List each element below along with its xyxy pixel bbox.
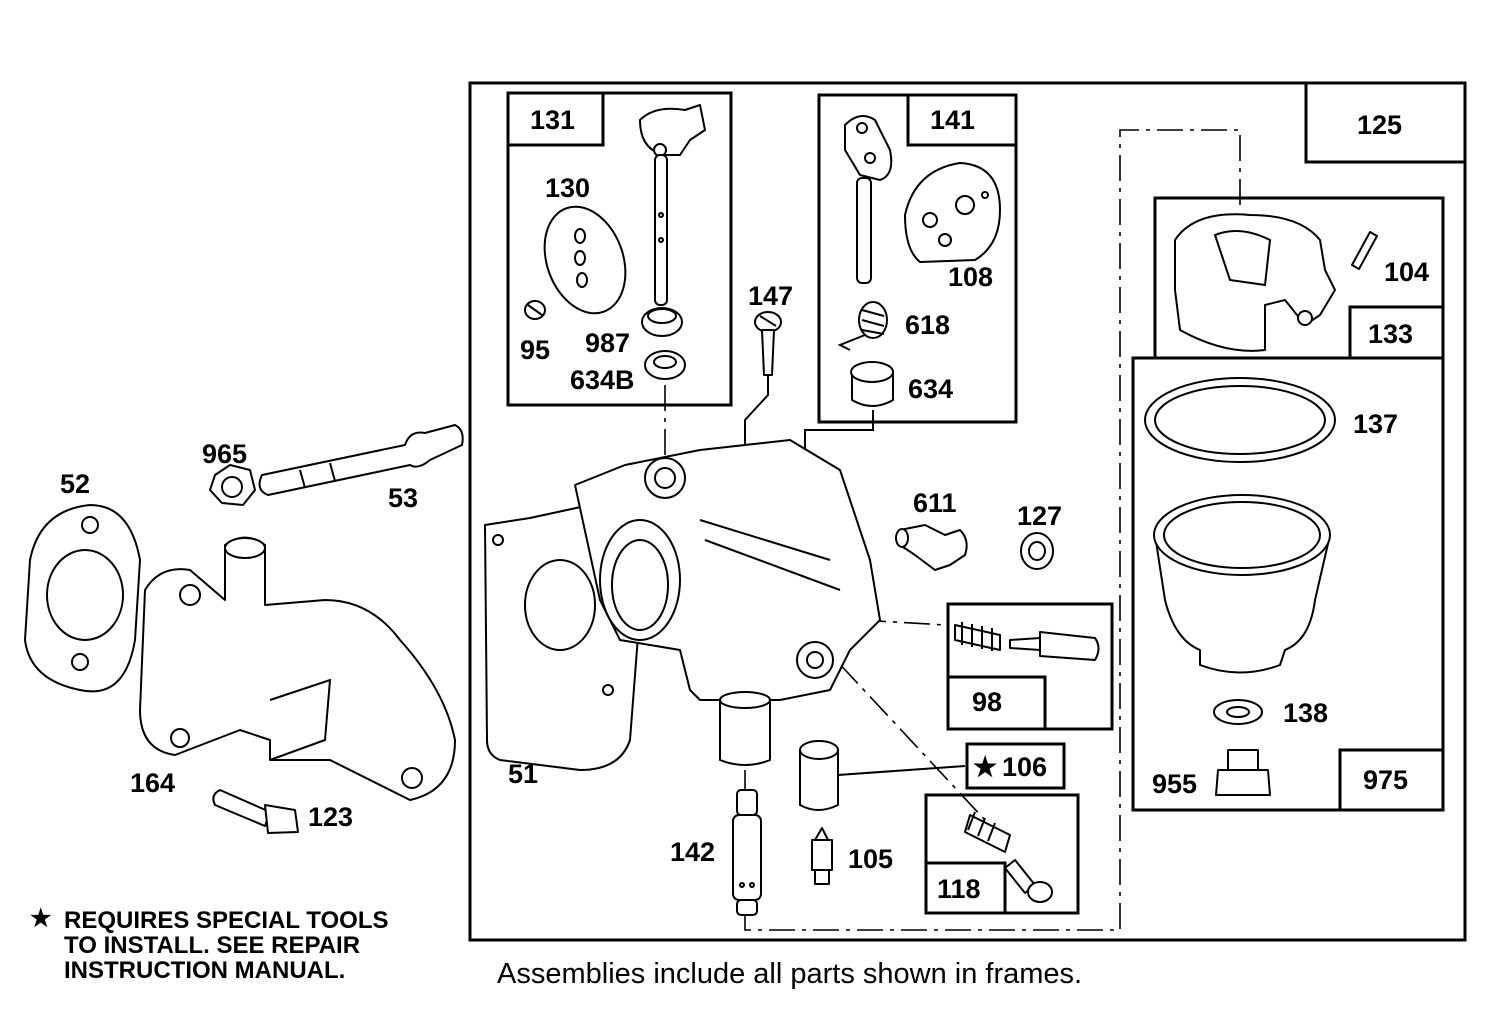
nut-965 bbox=[209, 464, 256, 506]
label-634: 634 bbox=[908, 374, 953, 404]
gasket-52 bbox=[24, 504, 141, 693]
label-118: 118 bbox=[937, 874, 981, 904]
special-tools-note: ★ REQUIRES SPECIAL TOOLS TO INSTALL. SEE… bbox=[30, 905, 470, 984]
bowl-975 bbox=[1153, 494, 1331, 674]
throttle-plate-108 bbox=[904, 162, 1001, 263]
label-611: 611 bbox=[913, 488, 957, 518]
label-131: 131 bbox=[530, 105, 575, 135]
note-line-3: INSTRUCTION MANUAL. bbox=[64, 957, 346, 984]
label-127: 127 bbox=[1017, 501, 1062, 531]
leader-106 bbox=[837, 765, 966, 776]
bolt-955 bbox=[1215, 749, 1271, 796]
label-108: 108 bbox=[948, 262, 993, 292]
frame-141-label-box bbox=[906, 93, 1018, 147]
label-130: 130 bbox=[545, 173, 590, 203]
oring-137 bbox=[1144, 377, 1336, 463]
special-tool-star: ★ bbox=[973, 752, 997, 782]
carburetor-assembly-frame bbox=[468, 81, 1467, 942]
frame-131 bbox=[506, 91, 733, 407]
label-634b: 634B bbox=[570, 365, 635, 395]
label-106: 106 bbox=[1002, 752, 1047, 782]
frame-118-label-box bbox=[924, 861, 1007, 915]
reference-line-bowl bbox=[744, 129, 1241, 931]
label-125: 125 bbox=[1357, 110, 1402, 140]
carburetor-body bbox=[574, 439, 881, 766]
label-147: 147 bbox=[748, 281, 793, 311]
label-142: 142 bbox=[670, 837, 715, 867]
label-133: 133 bbox=[1368, 319, 1413, 349]
seat-106 bbox=[799, 740, 839, 811]
fitting-611 bbox=[895, 524, 968, 571]
assemblies-caption: Assemblies include all parts shown in fr… bbox=[497, 958, 1083, 990]
label-104: 104 bbox=[1384, 257, 1429, 287]
label-618: 618 bbox=[905, 310, 950, 340]
choke-shaft bbox=[639, 104, 706, 306]
shaft-53 bbox=[258, 424, 464, 496]
washer-127 bbox=[1020, 532, 1054, 570]
nozzle-142 bbox=[732, 789, 762, 916]
spring-118 bbox=[964, 811, 1011, 853]
frame-131-label-box bbox=[506, 91, 605, 147]
pin-104 bbox=[1351, 231, 1378, 270]
seal-987 bbox=[641, 307, 683, 337]
spring-98 bbox=[954, 622, 1001, 651]
screw-147 bbox=[754, 311, 782, 376]
washer-634b bbox=[644, 350, 686, 380]
label-137: 137 bbox=[1353, 409, 1398, 439]
needle-98 bbox=[1009, 631, 1100, 661]
screw-95 bbox=[524, 300, 546, 320]
frame-98-label-box bbox=[946, 675, 1047, 731]
label-164: 164 bbox=[130, 768, 175, 798]
intake-elbow-164 bbox=[139, 536, 456, 801]
label-975: 975 bbox=[1363, 765, 1408, 795]
label-51: 51 bbox=[508, 759, 538, 789]
label-965: 965 bbox=[202, 439, 247, 469]
label-95: 95 bbox=[520, 335, 550, 365]
washer-138 bbox=[1213, 699, 1263, 725]
float-133 bbox=[1174, 213, 1336, 352]
label-105: 105 bbox=[848, 844, 893, 874]
label-138: 138 bbox=[1283, 698, 1328, 728]
screw-118 bbox=[1004, 859, 1053, 903]
note-line-2: TO INSTALL. SEE REPAIR bbox=[64, 932, 361, 959]
label-98: 98 bbox=[972, 687, 1002, 717]
star-icon: ★ bbox=[30, 905, 52, 932]
screw-123 bbox=[212, 789, 299, 834]
label-53: 53 bbox=[388, 483, 418, 513]
choke-plate-130 bbox=[543, 205, 627, 315]
label-123: 123 bbox=[308, 802, 353, 832]
label-52: 52 bbox=[60, 469, 90, 499]
bushing-634 bbox=[850, 361, 894, 407]
needle-105 bbox=[811, 827, 833, 885]
label-987: 987 bbox=[585, 328, 630, 358]
label-955: 955 bbox=[1152, 769, 1197, 799]
label-141: 141 bbox=[930, 105, 975, 135]
spring-618 bbox=[837, 301, 888, 351]
throttle-shaft bbox=[844, 115, 893, 284]
frame-975 bbox=[1131, 356, 1445, 812]
frame-975-label-box bbox=[1338, 748, 1445, 812]
frame-106 bbox=[965, 742, 1066, 790]
frame-125-box bbox=[1304, 83, 1465, 164]
note-line-1: REQUIRES SPECIAL TOOLS bbox=[64, 907, 389, 934]
